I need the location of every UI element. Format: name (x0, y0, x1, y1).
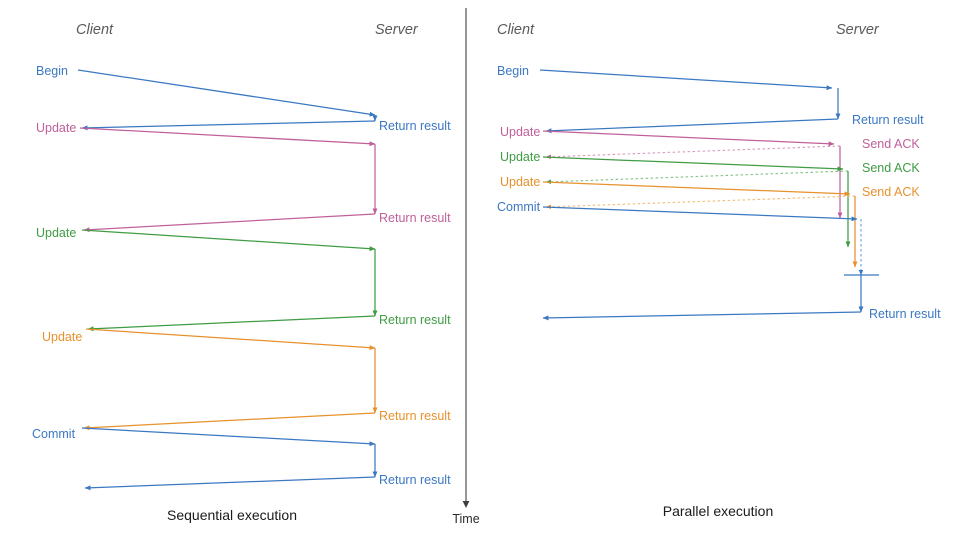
message-label-parallel-3: Send ACK (862, 137, 920, 151)
flow-sequential-update3-reply (83, 412, 376, 431)
message-label-sequential-9: Return result (379, 473, 451, 487)
flow-parallel-update1-request (542, 130, 835, 147)
flow-sequential-commit-request (81, 427, 376, 447)
flow-sequential-update2-request (81, 229, 376, 252)
flow-parallel-commit-request (542, 206, 858, 222)
panel-caption-sequential: Sequential execution (167, 507, 297, 523)
message-label-sequential-0: Begin (36, 64, 68, 78)
message-label-parallel-4: Update (500, 150, 540, 164)
message-label-parallel-5: Send ACK (862, 161, 920, 175)
time-axis-label: Time (452, 512, 479, 526)
flow-sequential-update3-request (85, 328, 376, 351)
message-label-parallel-7: Send ACK (862, 185, 920, 199)
flow-parallel-update2-ack (545, 170, 849, 185)
flow-parallel-update1-ack (545, 145, 841, 160)
message-label-sequential-8: Commit (32, 427, 76, 441)
flow-sequential-update2-reply (87, 315, 376, 332)
flow-sequential-update1-reply (83, 213, 376, 233)
message-label-parallel-6: Update (500, 175, 540, 189)
lane-title-server: Server (836, 22, 880, 38)
message-label-parallel-2: Update (500, 125, 540, 139)
message-label-sequential-3: Return result (379, 211, 451, 225)
message-label-parallel-0: Begin (497, 64, 529, 78)
message-label-sequential-4: Update (36, 226, 76, 240)
flow-sequential-update1-request (79, 127, 376, 147)
flow-parallel-commit-reply (542, 311, 862, 321)
message-label-parallel-9: Return result (869, 307, 941, 321)
message-label-sequential-7: Return result (379, 409, 451, 423)
flow-parallel-update3-request (542, 181, 851, 197)
message-label-parallel-1: Return result (852, 113, 924, 127)
flow-parallel-begin-reply (545, 118, 839, 134)
lane-title-client: Client (497, 22, 535, 38)
message-label-parallel-8: Commit (497, 200, 541, 214)
flow-sequential-begin-reply (81, 120, 376, 131)
message-label-sequential-2: Update (36, 121, 76, 135)
lane-title-server: Server (375, 22, 419, 38)
message-label-sequential-5: Return result (379, 313, 451, 327)
flow-parallel-update2-request (542, 156, 844, 172)
lane-title-client: Client (76, 22, 114, 38)
flow-sequential-commit-reply (84, 476, 376, 491)
message-label-sequential-1: Return result (379, 119, 451, 133)
flow-parallel-update3-ack (545, 195, 856, 210)
flow-parallel-begin-request (539, 69, 833, 91)
flow-sequential-begin-request (77, 69, 376, 117)
time-axis-arrowhead (462, 501, 470, 508)
message-label-sequential-6: Update (42, 330, 82, 344)
panel-caption-parallel: Parallel execution (663, 503, 774, 519)
